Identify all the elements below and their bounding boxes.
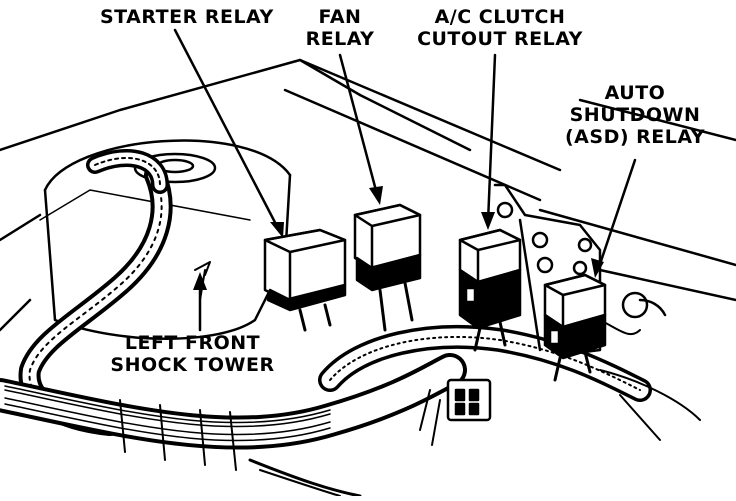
fan-relay-label: FAN RELAY (300, 6, 380, 50)
fan-relay (353, 203, 422, 332)
wiring-harness-right (318, 291, 701, 441)
asd-relay-label-line3: (ASD) RELAY (565, 126, 706, 148)
fan-relay-label-line2: RELAY (305, 28, 375, 50)
shock-tower-label-line2: SHOCK TOWER (110, 354, 275, 376)
starter-relay-label: STARTER RELAY (100, 6, 274, 28)
leader-arrowheads (193, 186, 604, 290)
fan-relay-label-line1: FAN (318, 6, 362, 28)
starter-relay-label-text: STARTER RELAY (100, 6, 274, 28)
relay-mounting-bracket (493, 183, 602, 357)
asd-relay-label-line2: SHUTDOWN (569, 104, 701, 126)
ac-clutch-cutout-relay (458, 228, 522, 352)
ac-relay-label-line2: CUTOUT RELAY (417, 28, 583, 50)
wiring-harness-bottom (0, 353, 467, 498)
ac-relay-label-line1: A/C CLUTCH (434, 6, 566, 28)
harness-connector (419, 378, 492, 446)
shock-tower-label-line1: LEFT FRONT (124, 332, 261, 354)
asd-relay (543, 273, 607, 382)
shock-tower-label: LEFT FRONT SHOCK TOWER (105, 332, 280, 376)
leader-lines (173, 28, 637, 332)
asd-relay-label: AUTO SHUTDOWN (ASD) RELAY (565, 82, 705, 148)
starter-relay (263, 228, 347, 332)
wiring-harness-left (18, 148, 173, 436)
body-panel-lines (0, 58, 736, 332)
ac-clutch-cutout-relay-label: A/C CLUTCH CUTOUT RELAY (415, 6, 585, 50)
asd-relay-label-line1: AUTO (604, 82, 666, 104)
